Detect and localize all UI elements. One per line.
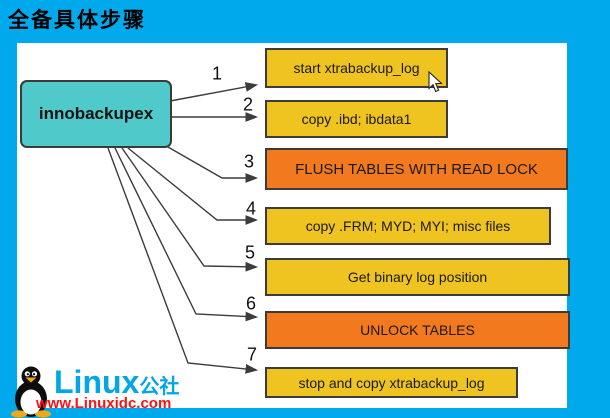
step-box-1: start xtrabackup_log xyxy=(265,48,448,88)
innobackupex-box: innobackupex xyxy=(20,80,172,148)
watermark-brand-suffix: 公社 xyxy=(139,376,180,398)
step-number-5: 5 xyxy=(244,242,256,263)
watermark-brand: Linux公社 xyxy=(54,366,179,398)
step-number-7: 7 xyxy=(246,344,258,365)
watermark-brand-text: Linux xyxy=(54,364,140,400)
step-number-2: 2 xyxy=(242,94,254,115)
page-title: 全备具体步骤 xyxy=(8,9,146,32)
watermark-url: www.Linuxidc.com xyxy=(36,395,172,412)
step-number-4: 4 xyxy=(245,198,257,219)
step-box-4: copy .FRM; MYD; MYI; misc files xyxy=(265,207,551,245)
step-box-2: copy .ibd; ibdata1 xyxy=(265,100,448,138)
step-number-1: 1 xyxy=(211,63,223,84)
step-number-3: 3 xyxy=(243,151,255,172)
step-box-6: UNLOCK TABLES xyxy=(265,311,570,349)
step-box-7: stop and copy xtrabackup_log xyxy=(265,367,518,398)
step-number-6: 6 xyxy=(245,293,257,314)
step-box-5: Get binary log position xyxy=(265,258,570,296)
step-box-3: FLUSH TABLES WITH READ LOCK xyxy=(265,148,568,190)
